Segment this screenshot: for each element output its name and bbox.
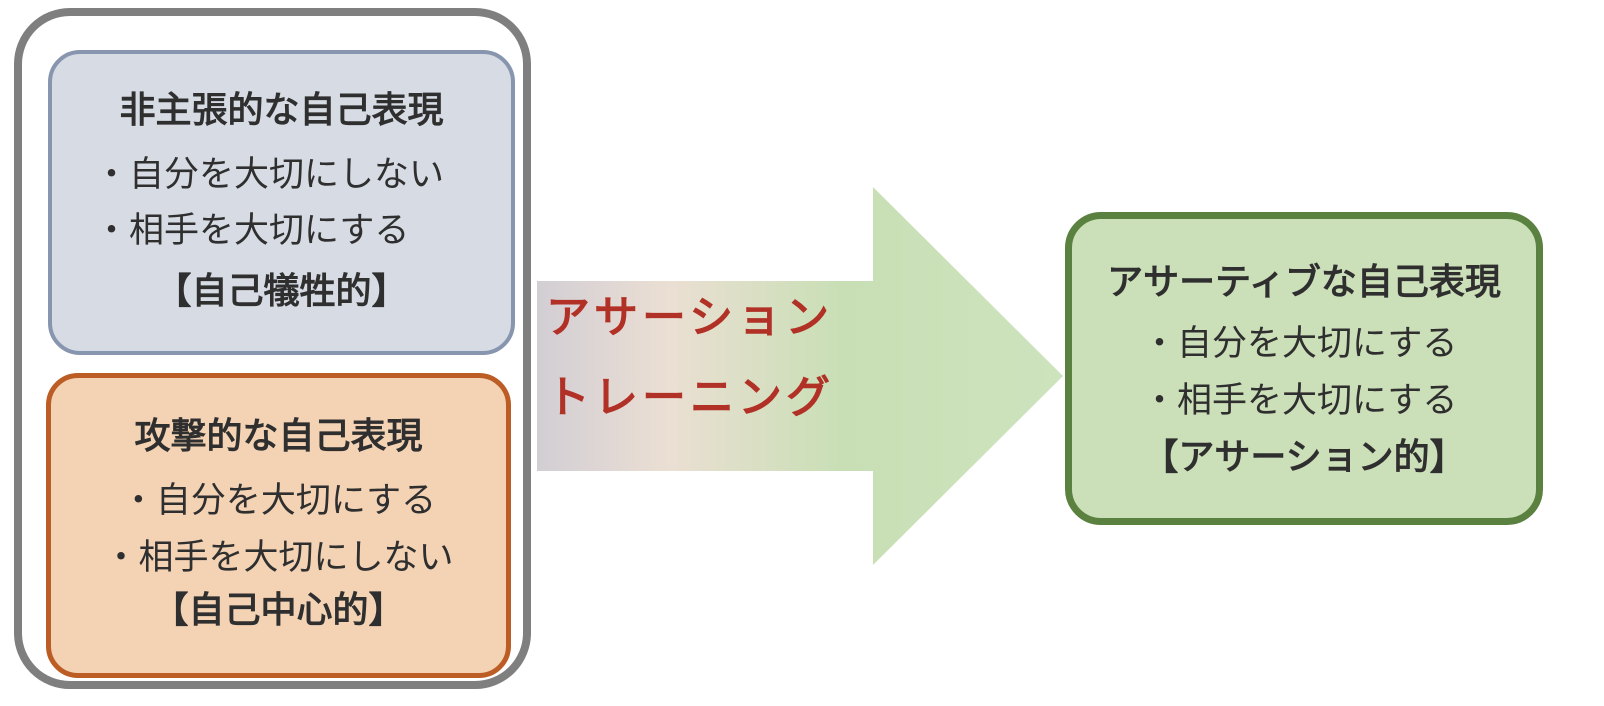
- non-assertive-title: 非主張的な自己表現: [119, 89, 444, 130]
- left-expression-group-frame: 非主張的な自己表現 ・自分を大切にしない ・相手を大切にする 【自己犠牲的】 攻…: [14, 8, 531, 689]
- aggressive-title: 攻撃的な自己表現: [134, 415, 423, 456]
- aggressive-bullet-1: ・自分を大切にする: [120, 481, 437, 520]
- non-assertive-bullet-1: ・自分を大切にしない: [94, 155, 445, 194]
- arrow-caption-line-1: アサーション: [546, 293, 834, 342]
- assertive-category-label: 【アサーション的】: [1142, 436, 1466, 477]
- aggressive-box: 攻撃的な自己表現 ・自分を大切にする ・相手を大切にしない 【自己中心的】: [46, 373, 511, 678]
- aggressive-bullet-2: ・相手を大切にしない: [103, 538, 454, 577]
- non-assertive-category-label: 【自己犠牲的】: [155, 270, 408, 311]
- assertive-bullet-1: ・自分を大切にする: [1142, 324, 1458, 363]
- non-assertive-bullet-2: ・相手を大切にする: [94, 211, 410, 250]
- assertive-box: アサーティブな自己表現 ・自分を大切にする ・相手を大切にする 【アサーション的…: [1065, 212, 1543, 525]
- arrow-caption-line-2: トレーニング: [546, 373, 834, 422]
- assertive-bullet-2: ・相手を大切にする: [1142, 381, 1458, 420]
- non-assertive-box: 非主張的な自己表現 ・自分を大切にしない ・相手を大切にする 【自己犠牲的】: [48, 50, 515, 355]
- aggressive-category-label: 【自己中心的】: [152, 589, 405, 630]
- assertive-title: アサーティブな自己表現: [1107, 261, 1501, 302]
